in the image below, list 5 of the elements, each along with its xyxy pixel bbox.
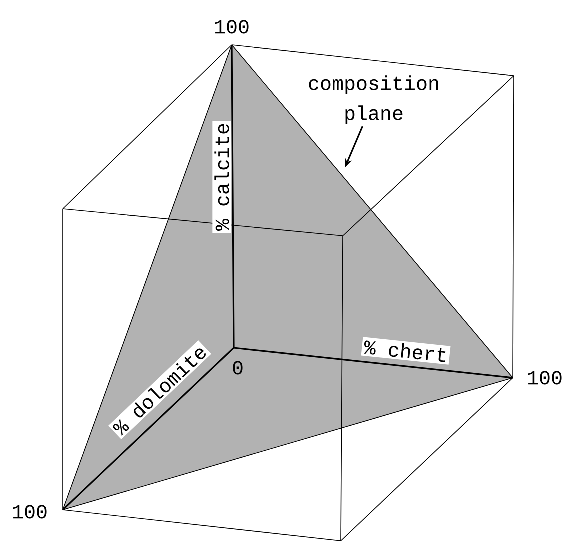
value-label: 0	[233, 361, 243, 375]
axis-label: % calcite	[212, 121, 232, 233]
plane-label: composition plane	[309, 76, 438, 124]
value-label: 100	[13, 505, 47, 519]
axis-label: % chert	[361, 337, 451, 365]
